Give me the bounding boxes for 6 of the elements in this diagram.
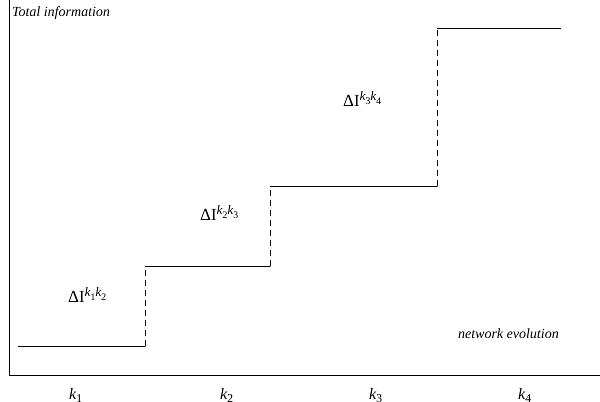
axis-title: network evolution	[458, 328, 559, 342]
stage-label: k$_{3}$	[369, 387, 382, 402]
stage-label: k$_{1}$	[69, 387, 82, 402]
stage-label: k$_{2}$	[220, 387, 234, 402]
stage-label: k$_{4}$	[518, 387, 532, 402]
axis-title: Total information	[12, 6, 110, 20]
